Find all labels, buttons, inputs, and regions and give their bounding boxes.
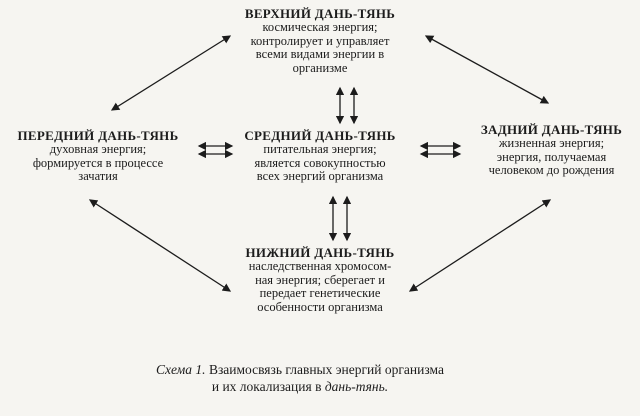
figure-caption: Схема 1. Взаимосвязь главных энергий орг… — [60, 361, 540, 395]
node-lower-line: особенности организма — [257, 299, 383, 314]
node-upper-line: всеми видами энергии в — [255, 47, 385, 61]
node-front-line: зачатия — [78, 169, 118, 183]
arrow-top-right-diagonal — [424, 35, 550, 104]
node-lower-line: ная энергия; сберегает и — [255, 272, 385, 287]
node-middle-dantian: СРЕДНИЙ ДАНЬ-ТЯНЬ питательная энергия; я… — [225, 128, 415, 184]
caption-line-1-text: Взаимосвязь главных энергий организма — [205, 362, 444, 377]
node-upper-title: ВЕРХНИЙ ДАНЬ-ТЯНЬ — [244, 6, 396, 21]
arrow-left-top-diagonal — [110, 35, 232, 111]
caption-dantian-term: дань-тянь. — [324, 379, 389, 394]
node-lower-title: НИЖНИЙ ДАНЬ-ТЯНЬ — [245, 245, 395, 260]
node-middle-line: всех энергий организма — [256, 169, 384, 183]
node-middle-line: является совокупностью — [254, 155, 386, 170]
arrow-left-bottom-diagonal — [88, 199, 232, 292]
node-lower-line: наследственная хромосом- — [248, 259, 392, 273]
caption-line-1: Схема 1. Взаимосвязь главных энергий орг… — [60, 361, 540, 378]
node-upper-line: контролирует и управляет — [250, 33, 390, 48]
node-middle-line: питательная энергия; — [263, 142, 377, 156]
node-rear-line: жизненная энергия; — [498, 136, 605, 150]
node-front-title: ПЕРЕДНИЙ ДАНЬ-ТЯНЬ — [17, 128, 179, 143]
node-upper-line: организме — [292, 60, 348, 75]
arrow-bottom-right-diagonal — [408, 199, 552, 292]
node-front-dantian: ПЕРЕДНИЙ ДАНЬ-ТЯНЬ духовная энергия; фор… — [0, 128, 196, 184]
node-rear-line: человеком до рождения — [488, 163, 615, 177]
node-rear-title: ЗАДНИЙ ДАНЬ-ТЯНЬ — [480, 122, 623, 137]
node-rear-dantian: ЗАДНИЙ ДАНЬ-ТЯНЬ жизненная энергия; энер… — [463, 122, 640, 178]
caption-line-2-text: и их локализация в — [211, 379, 325, 394]
node-lower-line: передает генетические — [259, 286, 381, 300]
caption-schema-label: Схема 1. — [156, 362, 206, 377]
node-front-line: духовная энергия; — [49, 142, 147, 156]
node-upper-line: космическая энергия; — [262, 20, 378, 34]
node-lower-dantian: НИЖНИЙ ДАНЬ-ТЯНЬ наследственная хромосом… — [224, 245, 416, 314]
node-upper-dantian: ВЕРХНИЙ ДАНЬ-ТЯНЬ космическая энергия; к… — [220, 6, 420, 75]
node-front-line: формируется в процессе — [32, 155, 164, 170]
node-rear-line: энергия, получаемая — [496, 149, 607, 164]
caption-line-2: и их локализация в дань-тянь. — [60, 378, 540, 395]
node-middle-title: СРЕДНИЙ ДАНЬ-ТЯНЬ — [244, 128, 396, 143]
